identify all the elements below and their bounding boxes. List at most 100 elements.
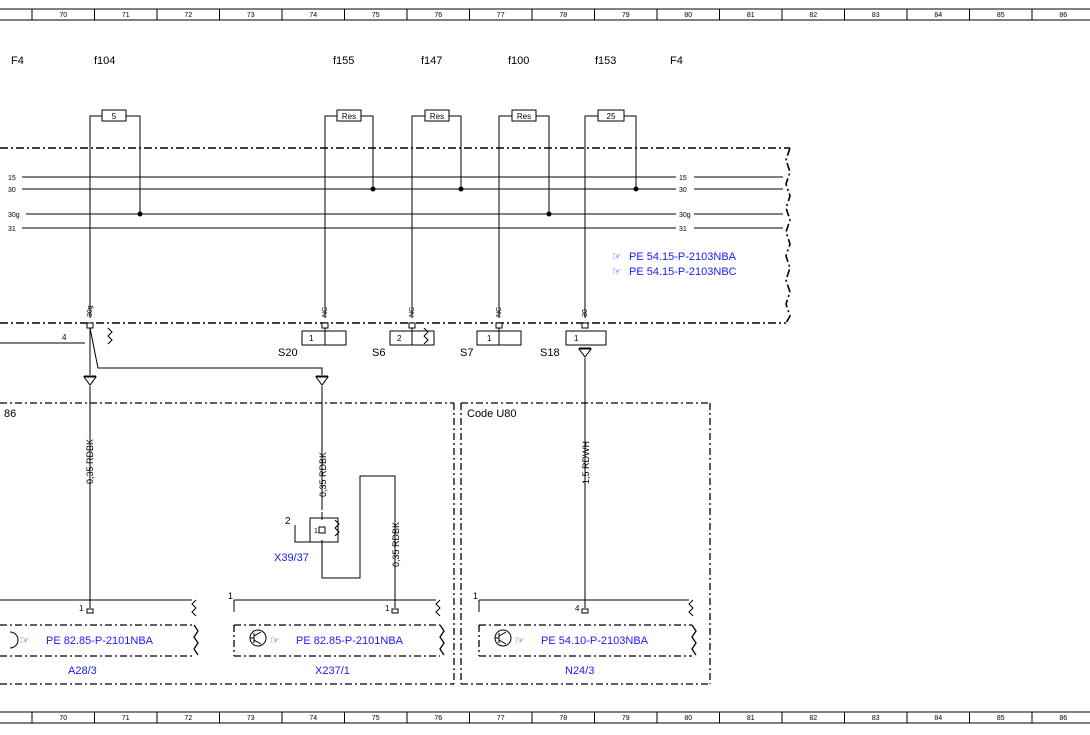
grid-column-label: 71 xyxy=(122,715,130,722)
fuse-rating: 5 xyxy=(112,112,117,121)
switch-label-s18: S18 xyxy=(540,347,560,359)
pe-ref-link[interactable]: ☞ PE 54.15-P-2103NBC xyxy=(612,266,737,278)
grid-column-label: 73 xyxy=(247,12,255,19)
grid-column-label: 74 xyxy=(309,12,317,19)
fuse-f104: 5 xyxy=(89,109,141,145)
bus-label-15-right: 15 xyxy=(679,175,687,182)
grid-column-label: 76 xyxy=(434,715,442,722)
fuse-rating: Res xyxy=(342,112,356,121)
pin-label: NC xyxy=(496,307,503,317)
grid-column-label: 73 xyxy=(247,715,255,722)
component-a28-3 xyxy=(0,599,199,657)
grid-column-label: 78 xyxy=(559,12,567,19)
grid-column-label: 70 xyxy=(59,715,67,722)
wire-label: 0,35 RDBK xyxy=(391,522,401,567)
switch-label-s20: S20 xyxy=(278,347,298,359)
fuse-output-lines xyxy=(89,145,586,318)
wire xyxy=(89,327,323,375)
grid-column-label: 79 xyxy=(622,715,630,722)
grid-column-label: 82 xyxy=(809,715,817,722)
resistor-symbol xyxy=(107,327,113,345)
fuse-f155: Res xyxy=(324,109,374,145)
grid-column-label: 72 xyxy=(184,715,192,722)
component-pin-label: 1 xyxy=(79,604,84,613)
fuse-rating: Res xyxy=(430,112,444,121)
grid-column-label: 86 xyxy=(1059,715,1067,722)
pin-label: 30g xyxy=(87,305,94,317)
arrow-symbols xyxy=(83,347,592,386)
svg-text:PE 82.85-P-2101NBA: PE 82.85-P-2101NBA xyxy=(296,635,404,647)
grid-column-label: 75 xyxy=(372,12,380,19)
hand-pointer-icon: ☞ xyxy=(270,635,280,647)
grid-column-label: 83 xyxy=(872,12,880,19)
transistor-icon xyxy=(494,629,512,647)
component-pin-label: 1 xyxy=(473,591,478,601)
switch-box-label: 1 xyxy=(487,334,492,343)
fuse-box-outline xyxy=(0,147,791,324)
switch-box-label: 1 xyxy=(574,334,579,343)
pin-label: 4 xyxy=(62,333,67,342)
component-pin-label: 4 xyxy=(575,604,580,613)
component-label-x237-1[interactable]: X237/1 xyxy=(315,665,350,677)
pin-label: NC xyxy=(322,307,329,317)
code-region-label: Code U80 xyxy=(467,408,517,420)
connector-label[interactable]: X39/37 xyxy=(274,552,309,564)
component-label-n24-3[interactable]: N24/3 xyxy=(565,665,594,677)
fuse-rating: 25 xyxy=(607,112,616,121)
svg-text:PE 54.10-P-2103NBA: PE 54.10-P-2103NBA xyxy=(541,635,649,647)
switch-s18 xyxy=(565,330,607,346)
bus-label-30g-left: 30g xyxy=(8,212,20,219)
region-label: 86 xyxy=(4,408,16,420)
grid-column-label: 78 xyxy=(559,715,567,722)
fuse-box-label-left: F4 xyxy=(11,55,24,67)
pe-ref-link[interactable]: ☞ PE 82.85-P-2101NBA xyxy=(270,635,404,647)
transistor-icon xyxy=(249,629,267,647)
grid-column-label: 79 xyxy=(622,12,630,19)
grid-column-label: 80 xyxy=(684,12,692,19)
switch-box-label: 1 xyxy=(309,334,314,343)
grid-column-label: 83 xyxy=(872,715,880,722)
grid-column-label: 80 xyxy=(684,715,692,722)
grid-column-label: 84 xyxy=(934,715,942,722)
region-outlines xyxy=(0,402,711,685)
bus-label-30-right: 30 xyxy=(679,187,687,194)
component-label-a28-3[interactable]: A28/3 xyxy=(68,665,97,677)
switch-label-s6: S6 xyxy=(372,347,385,359)
grid-column-label: 77 xyxy=(497,715,505,722)
switch-label-s7: S7 xyxy=(460,347,473,359)
pin-label: NC xyxy=(409,307,416,317)
fuse-f147: Res xyxy=(411,109,462,145)
svg-text:PE 54.15-P-2103NBC: PE 54.15-P-2103NBC xyxy=(629,266,737,278)
bus-label-15-left: 15 xyxy=(8,175,16,182)
fuse-bus-connections xyxy=(137,145,639,217)
bus-label-30g-right: 30g xyxy=(679,212,691,219)
fuse-id-f104: f104 xyxy=(94,55,115,67)
pe-ref-link[interactable]: ☞ PE 82.85-P-2101NBA xyxy=(20,635,154,647)
fuse-f153: 25 xyxy=(584,109,637,145)
hand-pointer-icon: ☞ xyxy=(612,251,622,263)
grid-column-label: 74 xyxy=(309,715,317,722)
grid-column-label: 75 xyxy=(372,715,380,722)
bus-label-30-left: 30 xyxy=(8,187,16,194)
fuse-box-label-right: F4 xyxy=(670,55,683,67)
wire-label: 0,35 RDBK xyxy=(85,439,95,484)
bus-lines xyxy=(22,176,783,229)
component-n24-3 xyxy=(478,599,697,657)
grid-column-label: 70 xyxy=(59,12,67,19)
connector-pin-label: 2 xyxy=(285,516,291,527)
fuse-id-f100: f100 xyxy=(508,55,529,67)
hand-pointer-icon: ☞ xyxy=(515,635,525,647)
pe-ref-link[interactable]: ☞ PE 54.10-P-2103NBA xyxy=(515,635,649,647)
fuse-rating: Res xyxy=(517,112,531,121)
pe-ref-link[interactable]: ☞ PE 54.15-P-2103NBA xyxy=(612,251,737,263)
grid-column-label: 85 xyxy=(997,12,1005,19)
switch-s7 xyxy=(476,328,522,346)
hand-pointer-icon: ☞ xyxy=(20,635,30,647)
wire-label: 0,35 RDBK xyxy=(318,452,328,497)
grid-column-label: 85 xyxy=(997,715,1005,722)
component-x237-1 xyxy=(233,599,445,657)
grid-column-label: 76 xyxy=(434,12,442,19)
grid-column-label: 81 xyxy=(747,12,755,19)
